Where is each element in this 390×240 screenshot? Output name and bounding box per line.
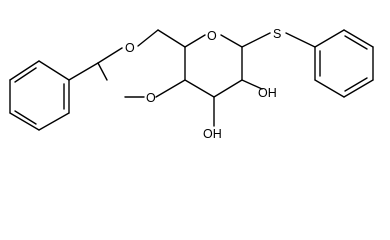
phenyl-ring-left — [9, 60, 70, 131]
ring-oxygen-right-label: O — [125, 41, 135, 55]
thio-linkage — [241, 32, 316, 48]
pyranose-ring — [184, 34, 243, 98]
structure-diagram: O O O S OH OH — [9, 27, 374, 141]
ring-oxygen-left-label: O — [146, 91, 156, 105]
hydroxyl-lower-label: OH — [203, 127, 222, 141]
hydroxyl-bonds — [213, 79, 263, 127]
hydroxyl-right-label: OH — [258, 86, 277, 100]
phenyl-ring-right — [314, 29, 374, 98]
acetal-ring — [68, 29, 186, 98]
thio-sulfur-label: S — [273, 27, 281, 41]
ring-oxygen-upper-label: O — [207, 29, 217, 43]
